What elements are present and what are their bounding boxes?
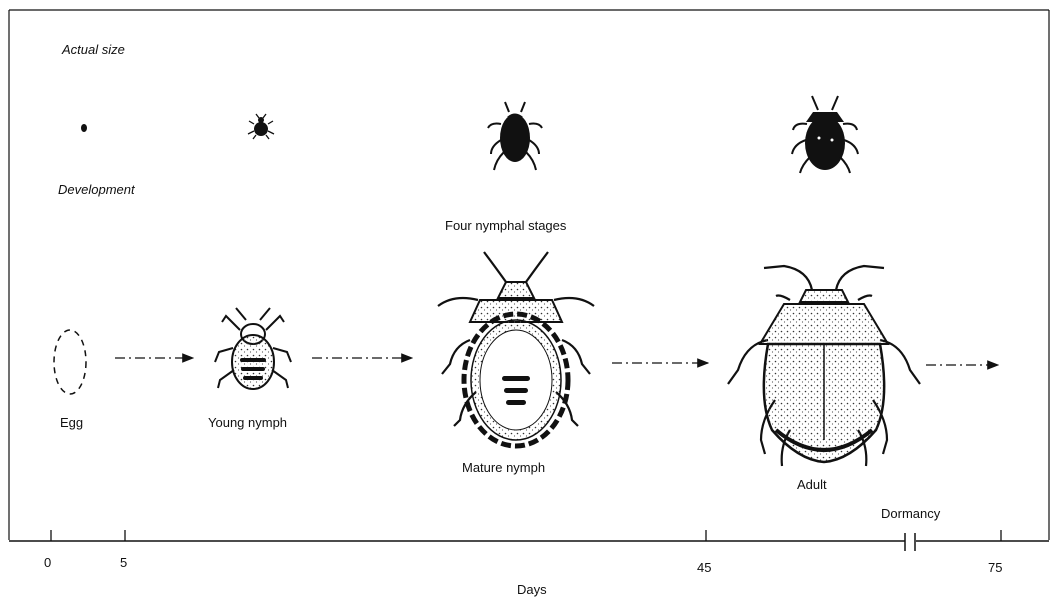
actual-size-row [81,96,858,173]
mature-nymph-illustration [438,252,594,446]
development-label: Development [58,182,135,197]
tick-label-75: 75 [988,560,1002,575]
tick-label-5: 5 [120,555,127,570]
adult-illustration [728,266,920,466]
egg-actual-size-icon [81,124,87,132]
young-nymph-actual-size-icon [248,114,274,139]
adult-actual-size-icon [792,96,858,173]
young-nymph-illustration [215,308,291,389]
adult-label: Adult [797,477,827,492]
dormancy-label: Dormancy [881,506,940,521]
egg-label: Egg [60,415,83,430]
young-nymph-label: Young nymph [208,415,287,430]
mature-nymph-actual-size-icon [488,102,542,170]
tick-label-45: 45 [697,560,711,575]
mature-nymph-label: Mature nymph [462,460,545,475]
actual-size-label: Actual size [62,42,125,57]
tick-label-0: 0 [44,555,51,570]
axis-title: Days [517,582,547,597]
egg-illustration [54,330,86,394]
days-axis [9,530,1049,551]
four-nymphal-stages-label: Four nymphal stages [445,218,566,233]
